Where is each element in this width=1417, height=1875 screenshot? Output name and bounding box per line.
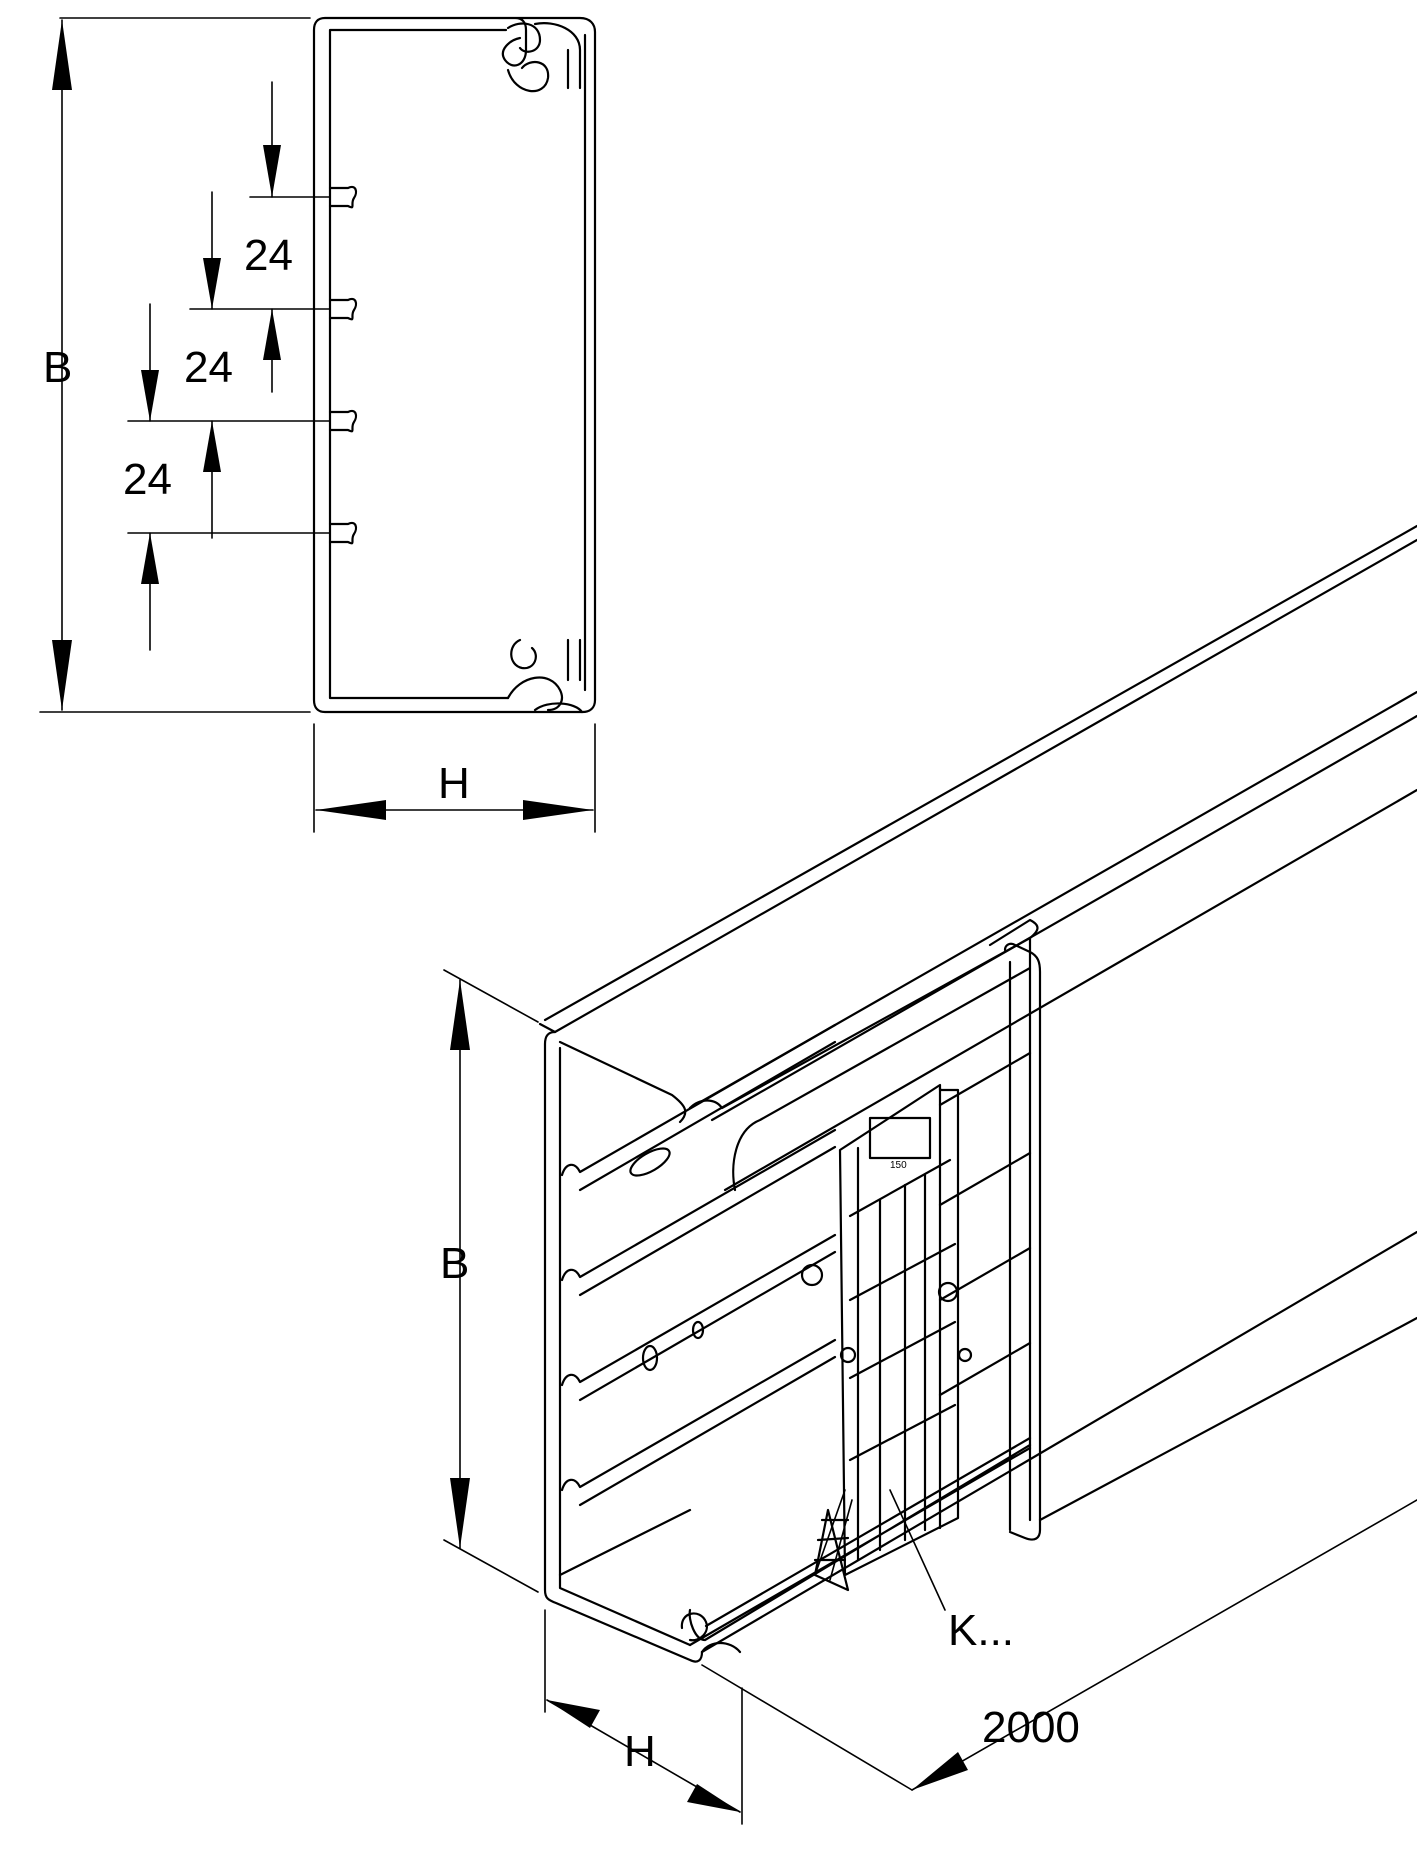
dim-b-vertical — [39, 17, 311, 713]
profile-outer-outline — [312, 16, 597, 714]
trunking-bottom-edges — [688, 1230, 1417, 1654]
rail-hooks — [328, 185, 358, 545]
mounting-holes — [629, 1147, 705, 1372]
trunking-lid — [688, 918, 1039, 1532]
trunking-front-inner — [558, 1040, 692, 1647]
iso-dim-length-label: 2000 — [982, 1703, 1080, 1752]
iso-dim-h — [544, 1609, 743, 1825]
top-lid-hook — [506, 22, 582, 93]
trunking-lid-front — [1003, 942, 1042, 1541]
dim-h-horizontal — [313, 723, 596, 833]
iso-dim-b — [443, 969, 539, 1593]
pitch-label-1: 24 — [244, 231, 293, 280]
pitch-label-2: 24 — [184, 343, 233, 392]
bracket-k: 150 — [800, 1083, 973, 1592]
internal-rails — [558, 1023, 1032, 1577]
iso-dim-h-label: H — [624, 1727, 656, 1776]
trunking-front-frame — [543, 1030, 704, 1663]
trunking-top-edges — [538, 538, 1417, 1192]
pitch-dimensions — [127, 81, 331, 651]
part-leader-line — [889, 1489, 946, 1611]
part-label-k: K... — [948, 1606, 1014, 1655]
dim-b-label: B — [43, 343, 72, 392]
bottom-rail-profile — [680, 1436, 1032, 1654]
cross-section-view: B 24 24 24 — [39, 16, 597, 833]
iso-dim-length — [701, 1499, 1417, 1791]
pitch-label-3: 24 — [123, 455, 172, 504]
profile-inner-outline — [328, 28, 587, 700]
isometric-view: 150 K... B H 2000 — [440, 524, 1417, 1825]
dim-h-label: H — [438, 759, 470, 808]
bottom-lid-hook — [506, 638, 584, 714]
iso-dim-b-label: B — [440, 1239, 469, 1288]
trunking-back-top-edge — [543, 524, 1417, 1022]
bracket-marking-text: 150 — [890, 1160, 907, 1171]
